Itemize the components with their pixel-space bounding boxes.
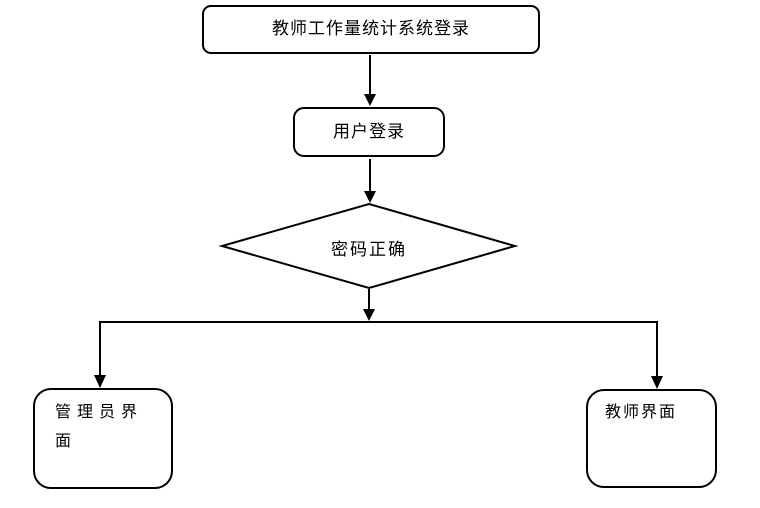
node-teacher-interface-label: 教师界面 (605, 404, 678, 421)
node-system-login: 教师工作量统计系统登录 (202, 5, 540, 54)
node-teacher-interface: 教师界面 (586, 389, 717, 488)
node-user-login: 用户登录 (293, 107, 445, 157)
node-system-login-label: 教师工作量统计系统登录 (272, 19, 470, 39)
node-admin-interface: 管理员界面 (33, 388, 173, 489)
arrowhead-login-decision (364, 191, 376, 203)
arrowhead-decision-branch (363, 309, 375, 321)
node-password-check-label: 密码正确 (331, 240, 407, 259)
node-admin-interface-label: 管理员界面 (55, 404, 144, 450)
arrowhead-branch-admin (94, 375, 106, 388)
arrowhead-branch-teacher (651, 376, 663, 389)
decision-diamond-shape (218, 202, 519, 290)
arrowhead-start-login (364, 94, 376, 106)
node-user-login-label: 用户登录 (333, 121, 405, 141)
